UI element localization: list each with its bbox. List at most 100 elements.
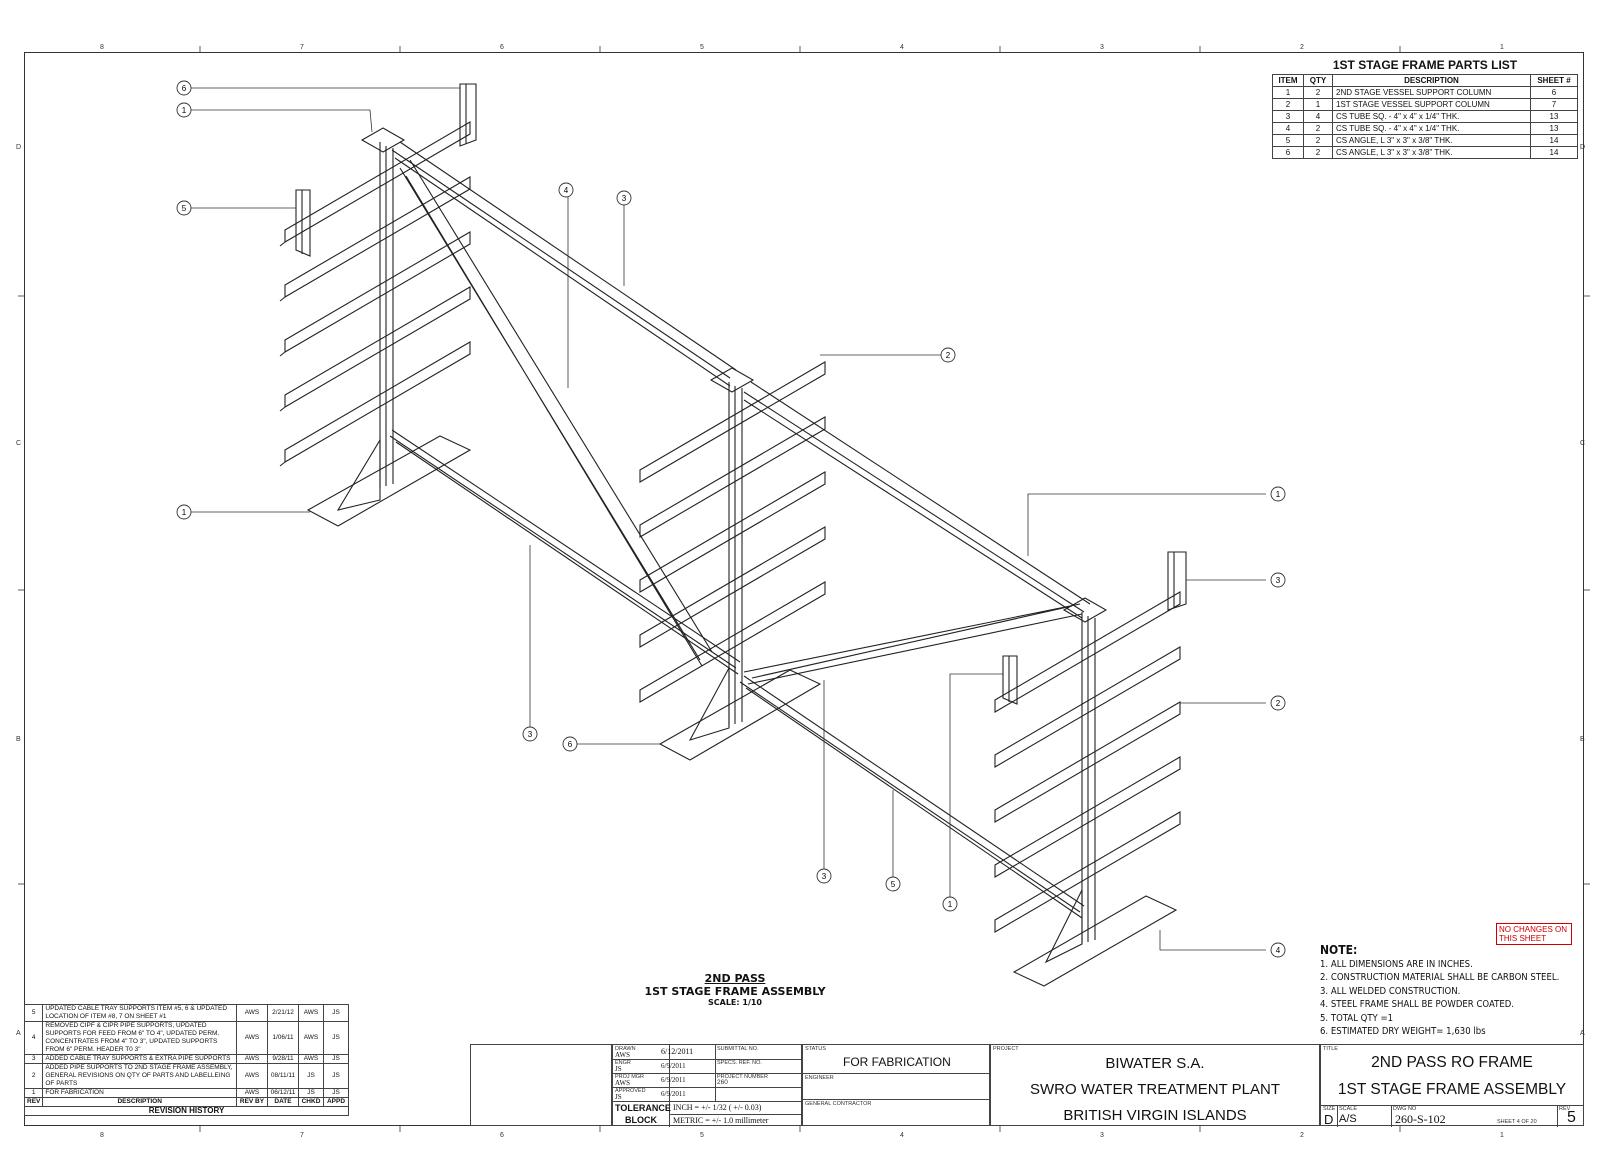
parts-cell: 2	[1303, 122, 1333, 135]
item-balloon-label: 5	[891, 880, 896, 889]
parts-cell: 1	[1272, 86, 1304, 99]
revision-cell: JS	[298, 1063, 324, 1089]
parts-cell: 2	[1272, 98, 1304, 111]
parts-cell: 2	[1303, 86, 1333, 99]
revision-cell: ADDED PIPE SUPPORTS TO 2ND STAGE FRAME A…	[42, 1063, 237, 1089]
item-balloon	[558, 182, 574, 198]
title-label: TITLE	[1323, 1046, 1338, 1052]
revision-cell: 2/21/12	[267, 1004, 299, 1022]
parts-cell: CS TUBE SQ. - 4" x 4" x 1/4" THK.	[1332, 110, 1531, 123]
parts-cell: 2	[1303, 134, 1333, 147]
item-balloon-label: 3	[622, 194, 627, 203]
zone-column-label: 3	[1100, 1132, 1104, 1139]
parts-cell: 4	[1303, 110, 1333, 123]
item-balloon	[940, 347, 956, 363]
revision-cell: 3	[23, 1054, 44, 1064]
parts-cell: 5	[1272, 134, 1304, 147]
title-line1: 2ND PASS RO FRAME	[1371, 1054, 1533, 1071]
caption-line1: 2ND PASS	[704, 972, 766, 985]
rev-value: 5	[1567, 1109, 1576, 1126]
drawn-by: AWS	[615, 1051, 630, 1059]
notes-heading: NOTE:	[1320, 943, 1358, 957]
zone-row-label: A	[16, 1030, 21, 1037]
revision-cell: AWS	[298, 1021, 324, 1055]
engr-date: 6/9/2011	[661, 1062, 686, 1070]
revision-cell: FOR FABRICATION	[42, 1088, 237, 1098]
item-balloon-label: 3	[1276, 576, 1281, 585]
projmgr-date: 6/9/2011	[661, 1076, 686, 1084]
approved-by: JS	[615, 1093, 622, 1101]
revision-cell: 4	[23, 1021, 44, 1055]
revision-cell: AWS	[236, 1021, 268, 1055]
item-balloon	[176, 504, 192, 520]
parts-cell: 4	[1272, 122, 1304, 135]
item-balloon	[816, 868, 832, 884]
zone-row-label: A	[1580, 1030, 1585, 1037]
revision-cell: AWS	[236, 1054, 268, 1064]
item-balloon	[885, 876, 901, 892]
zone-column-label: 6	[500, 1132, 504, 1139]
contractor-label: GENERAL CONTRACTOR	[805, 1101, 872, 1107]
revision-cell: JS	[323, 1021, 349, 1055]
item-balloon-label: 1	[182, 508, 187, 517]
item-balloon	[176, 102, 192, 118]
revision-header: REV	[23, 1097, 44, 1107]
project-number-label: PROJECT NUMBER	[717, 1074, 768, 1080]
revision-cell: JS	[323, 1004, 349, 1022]
project-line3: BRITISH VIRGIN ISLANDS	[1063, 1107, 1247, 1124]
note-item: 3. ALL WELDED CONSTRUCTION.	[1320, 985, 1461, 997]
title-line2: 1ST STAGE FRAME ASSEMBLY	[1337, 1081, 1567, 1098]
note-item: 5. TOTAL QTY =1	[1320, 1012, 1394, 1024]
drawn-date: 6/12/2011	[661, 1047, 694, 1056]
revision-cell: ADDED CABLE TRAY SUPPORTS & EXTRA PIPE S…	[42, 1054, 237, 1064]
title-block: TITLE 2ND PASS RO FRAME 1ST STAGE FRAME …	[1320, 1044, 1584, 1127]
project-line1: BIWATER S.A.	[1105, 1055, 1205, 1072]
parts-cell: 13	[1530, 110, 1578, 123]
engineer-label: ENGINEER	[805, 1075, 834, 1081]
parts-cell: 2	[1303, 146, 1333, 159]
parts-cell: CS TUBE SQ. - 4" x 4" x 1/4" THK.	[1332, 122, 1531, 135]
item-balloon-label: 1	[948, 900, 953, 909]
engr-by: JS	[615, 1065, 622, 1073]
item-balloon	[1270, 942, 1286, 958]
revision-cell: AWS	[236, 1063, 268, 1089]
zone-column-label: 5	[700, 44, 704, 51]
revision-cell: JS	[323, 1063, 349, 1089]
note-item: 1. ALL DIMENSIONS ARE IN INCHES.	[1320, 958, 1473, 970]
drawn-label: DRAWN	[615, 1046, 636, 1052]
rev-label: REV	[1559, 1106, 1571, 1112]
projmgr-by: AWS	[615, 1079, 630, 1087]
parts-header: DESCRIPTION	[1332, 74, 1531, 87]
revision-cell: AWS	[236, 1004, 268, 1022]
revision-cell: 9/28/11	[267, 1054, 299, 1064]
title-block-blank	[470, 1044, 612, 1126]
tolerance-metric: METRIC = +/- 1.0 millimeter	[673, 1116, 769, 1125]
zone-row-label: D	[16, 144, 22, 151]
zone-column-label: 7	[300, 44, 304, 51]
parts-list-title: 1ST STAGE FRAME PARTS LIST	[1332, 58, 1518, 72]
item-balloon-label: 5	[182, 204, 187, 213]
note-item: 4. STEEL FRAME SHALL BE POWDER COATED.	[1320, 999, 1515, 1010]
size-value: D	[1324, 1112, 1334, 1127]
note-item: 6. ESTIMATED DRY WEIGHT= 1,630 lbs	[1320, 1026, 1486, 1037]
parts-cell: 6	[1530, 86, 1578, 99]
item-balloon-label: 4	[1276, 946, 1281, 955]
item-balloon-label: 6	[182, 84, 187, 93]
item-balloon	[1270, 572, 1286, 588]
no-changes-stamp: NO CHANGES ON THIS SHEET	[1496, 923, 1572, 945]
item-balloon	[1270, 486, 1286, 502]
note-item: 2. CONSTRUCTION MATERIAL SHALL BE CARBON…	[1320, 972, 1560, 983]
parts-cell: 3	[1272, 110, 1304, 123]
size-label: SIZE	[1323, 1106, 1336, 1112]
parts-cell: 6	[1272, 146, 1304, 159]
zone-column-label: 1	[1500, 1132, 1504, 1139]
revision-cell: 1/06/11	[267, 1021, 299, 1055]
